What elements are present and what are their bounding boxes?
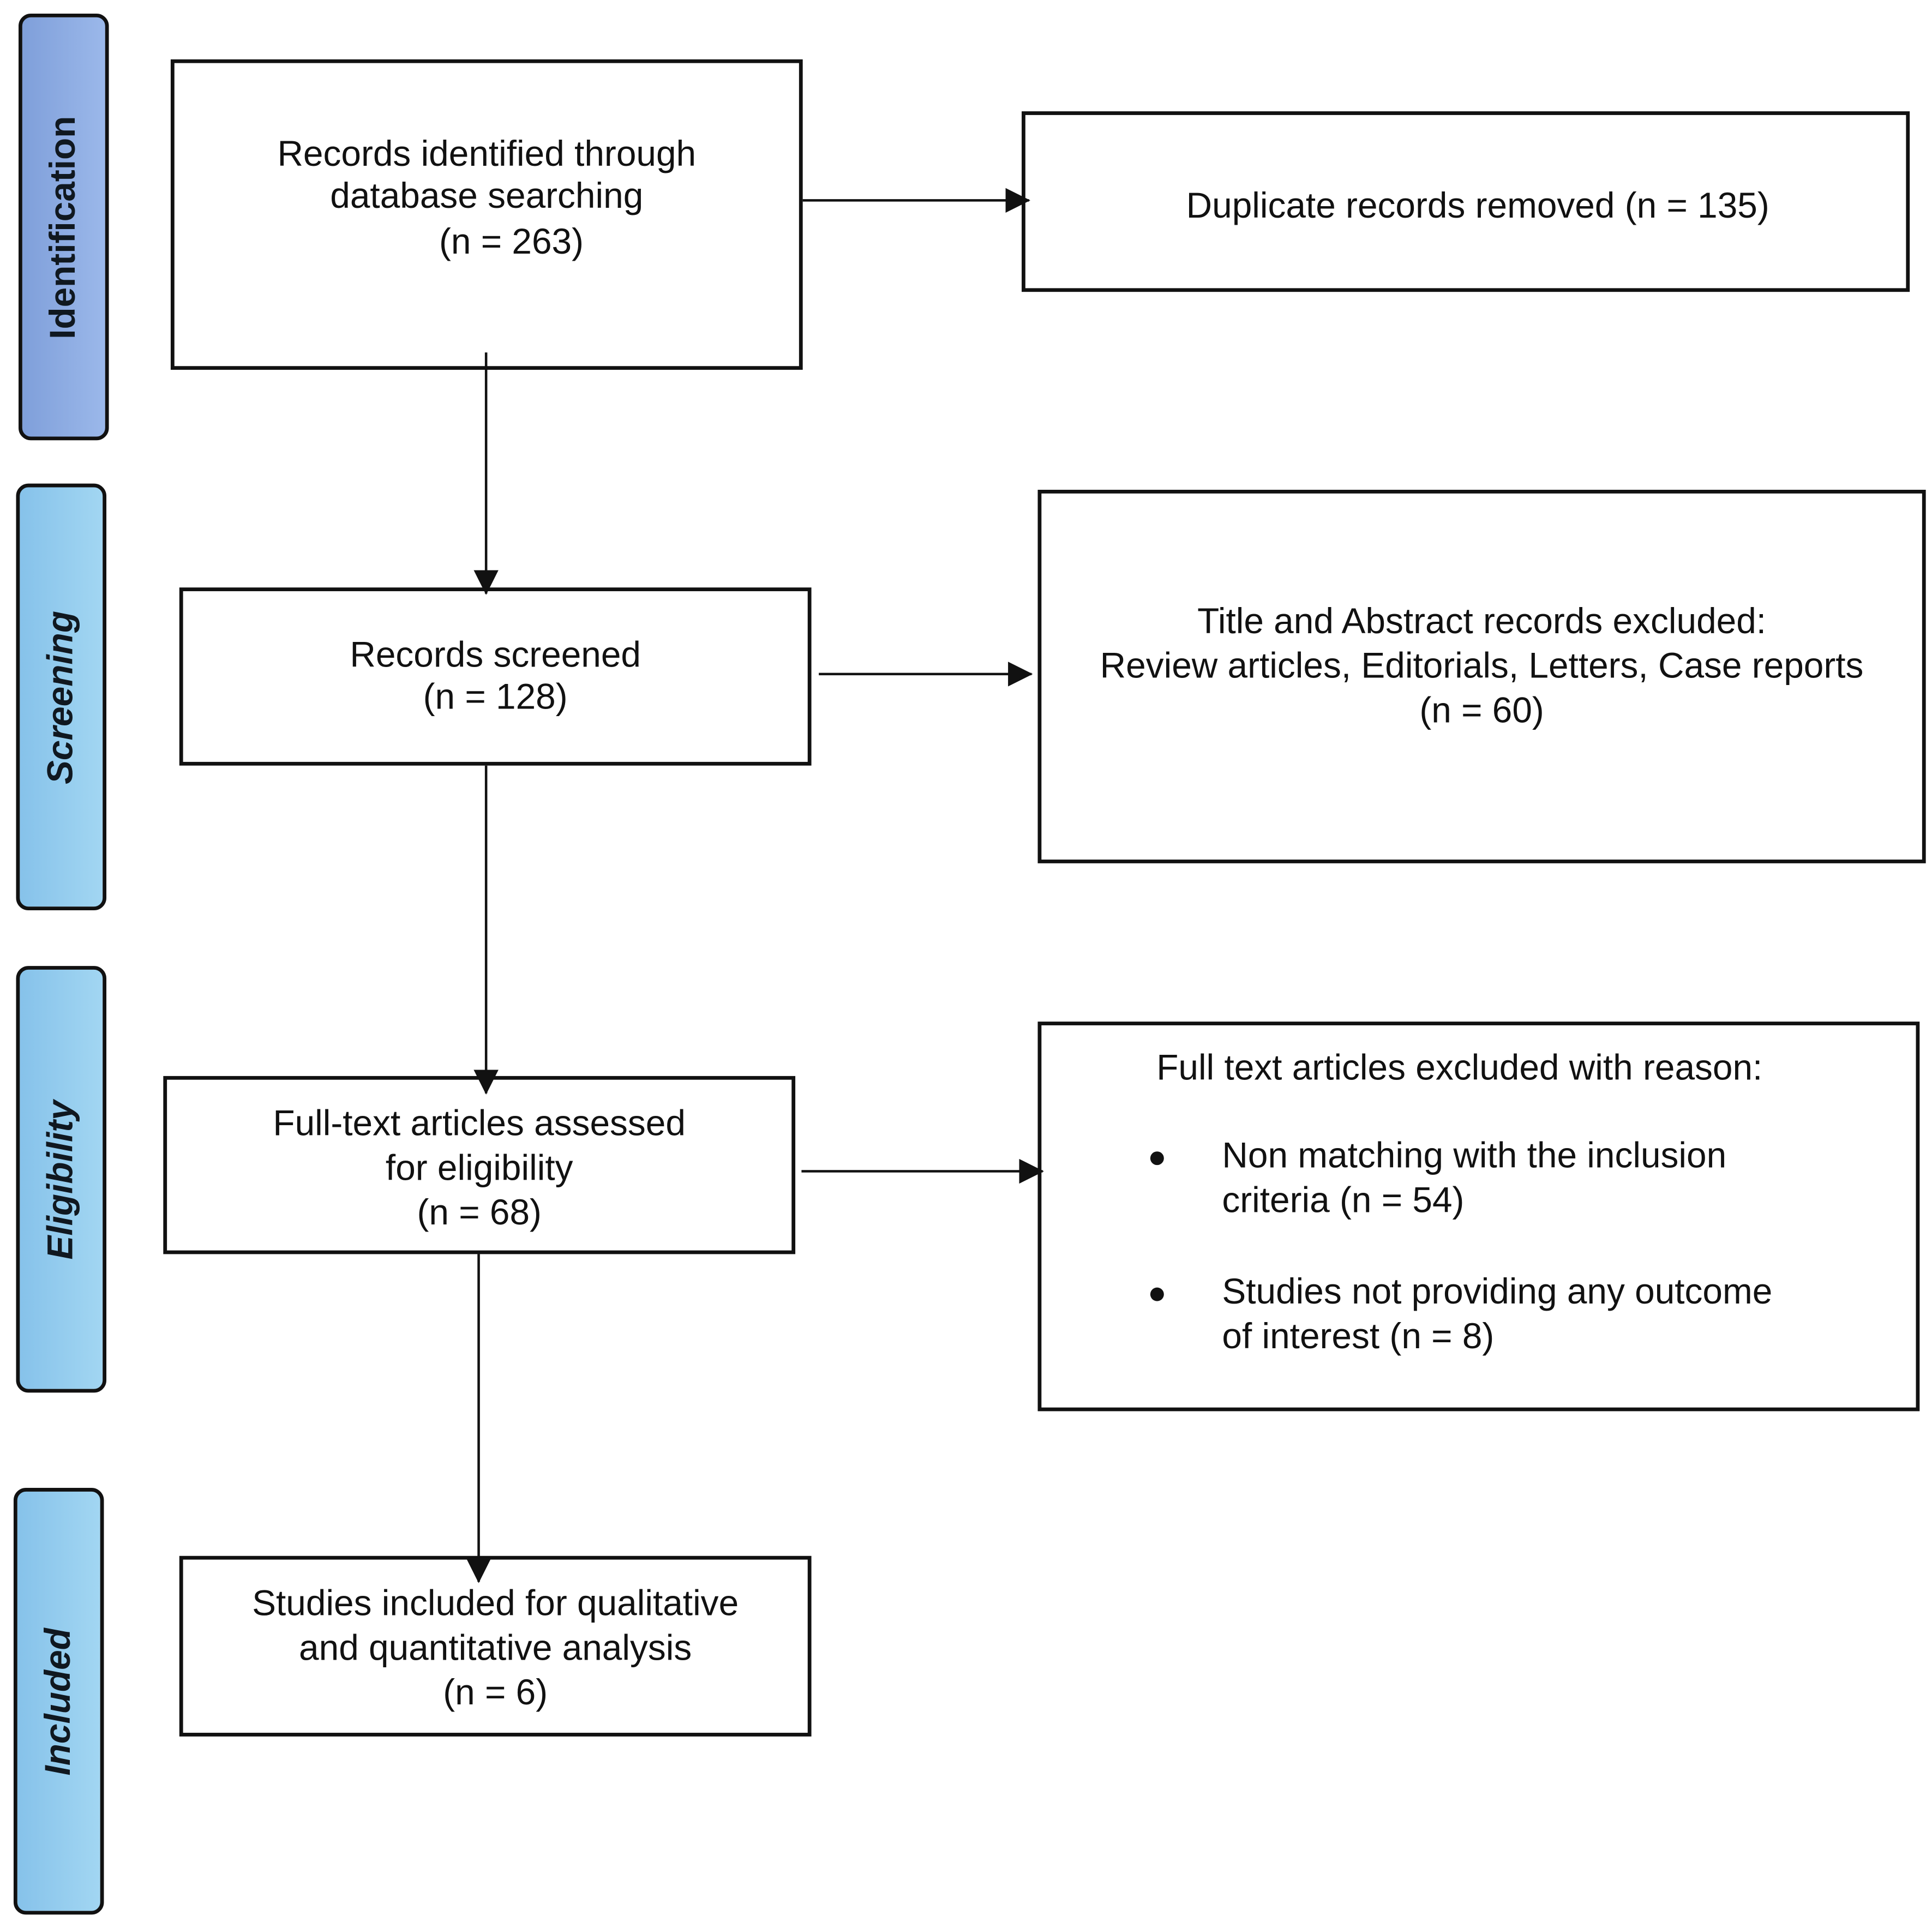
title-abstract-excluded-text: Title and Abstract records excluded: Rev… [1100,602,1864,731]
stage-screening: Screening [16,483,107,911]
stage-eligibility: Eligibility [16,966,107,1393]
studies-included-text: Studies included for qualitative and qua… [252,1584,739,1713]
exclusion-reason-2-text: Studies not providing any outcome of int… [1222,1272,1773,1357]
records-identified-box: Records identified through database sear… [170,59,803,370]
duplicates-removed-text: Duplicate records removed (n = 135) [1186,187,1769,226]
stage-identification: Identification [19,13,109,441]
fulltext-excluded-box: Full text articles excluded with reason:… [1037,1022,1920,1412]
records-identified-count: (n = 263) [439,223,584,262]
title-abstract-excluded-box: Title and Abstract records excluded: Rev… [1037,490,1926,863]
studies-included-box: Studies included for qualitative and qua… [179,1555,812,1737]
duplicates-removed-box: Duplicate records removed (n = 135) [1022,111,1910,292]
exclusion-reason-2: Studies not providing any outcome of int… [1150,1270,1772,1359]
stage-included: Included [13,1488,104,1915]
bullet-icon [1150,1151,1164,1166]
fulltext-excluded-heading: Full text articles excluded with reason: [1156,1049,1763,1089]
fulltext-assessed-box: Full-text articles assessed for eligibil… [163,1076,796,1254]
records-screened-text: Records screened (n = 128) [350,635,641,718]
exclusion-reason-1-text: Non matching with the inclusion criteria… [1222,1137,1727,1221]
records-identified-text: Records identified through database sear… [277,135,697,217]
fulltext-assessed-text: Full-text articles assessed for eligibil… [273,1104,686,1233]
bullet-icon [1150,1287,1164,1301]
exclusion-reason-1: Non matching with the inclusion criteria… [1150,1134,1726,1223]
